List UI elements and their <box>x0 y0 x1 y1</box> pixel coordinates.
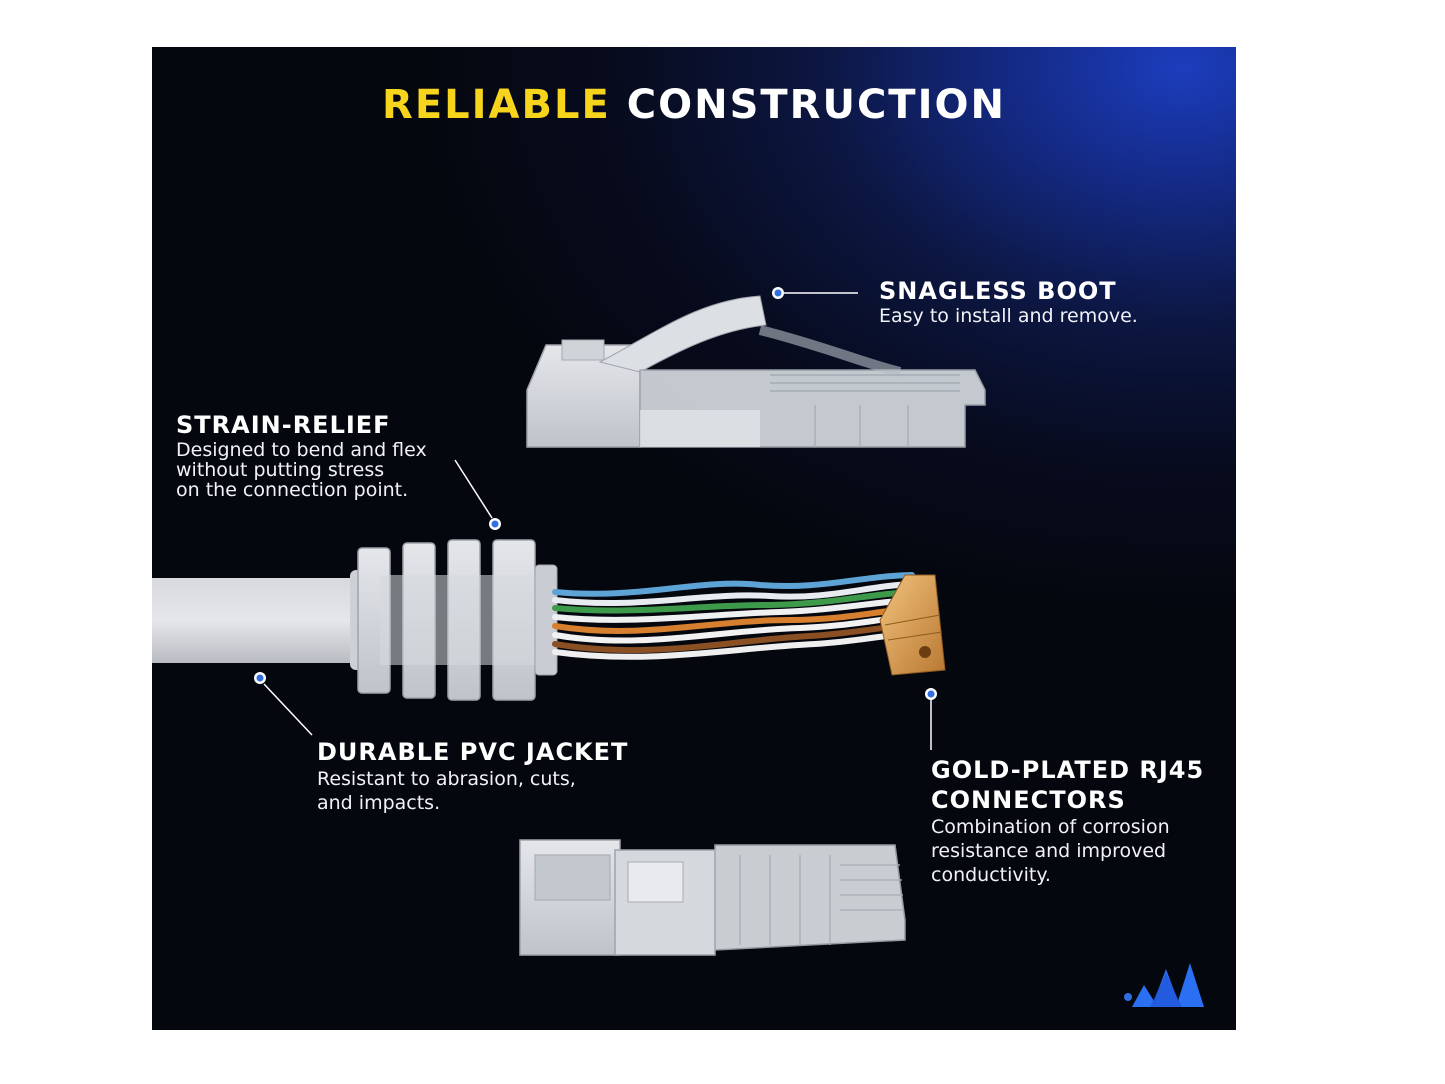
callout-description-line: on the connection point. <box>176 479 409 501</box>
callout-description-line: Resistant to abrasion, cuts, <box>317 768 576 790</box>
callout-strain-relief: STRAIN-RELIEF Designed to bend and flex … <box>176 410 427 500</box>
callout-description-line: conductivity. <box>931 864 1051 886</box>
callout-heading: SNAGLESS BOOT <box>879 277 1117 305</box>
callout-snagless-boot: SNAGLESS BOOT Easy to install and remove… <box>879 276 1138 326</box>
callout-pvc-jacket: DURABLE PVC JACKET Resistant to abrasion… <box>317 737 628 815</box>
callout-heading-line: CONNECTORS <box>931 786 1126 814</box>
callout-description-line: Designed to bend and flex <box>176 439 427 461</box>
brand-logo-icon <box>1124 963 1204 1007</box>
callout-description: Easy to install and remove. <box>879 305 1138 327</box>
callout-heading-line: GOLD-PLATED RJ45 <box>931 756 1205 784</box>
page-title: RELIABLE CONSTRUCTION <box>152 82 1236 128</box>
callout-description-line: Combination of corrosion <box>931 816 1170 838</box>
title-highlight: RELIABLE <box>382 82 611 128</box>
title-rest: CONSTRUCTION <box>626 82 1006 128</box>
callout-leaders <box>254 287 937 750</box>
callout-gold-connectors: GOLD-PLATED RJ45 CONNECTORS Combination … <box>931 755 1204 887</box>
callout-description-line: and impacts. <box>317 792 441 814</box>
top-connector-image <box>526 295 986 448</box>
bottom-connector-image <box>519 839 906 956</box>
callout-heading: DURABLE PVC JACKET <box>317 738 629 766</box>
callout-description-line: resistance and improved <box>931 840 1167 862</box>
callout-heading: STRAIN-RELIEF <box>176 411 391 439</box>
callout-description-line: without putting stress <box>176 459 385 481</box>
cable-assembly-image <box>152 539 946 701</box>
